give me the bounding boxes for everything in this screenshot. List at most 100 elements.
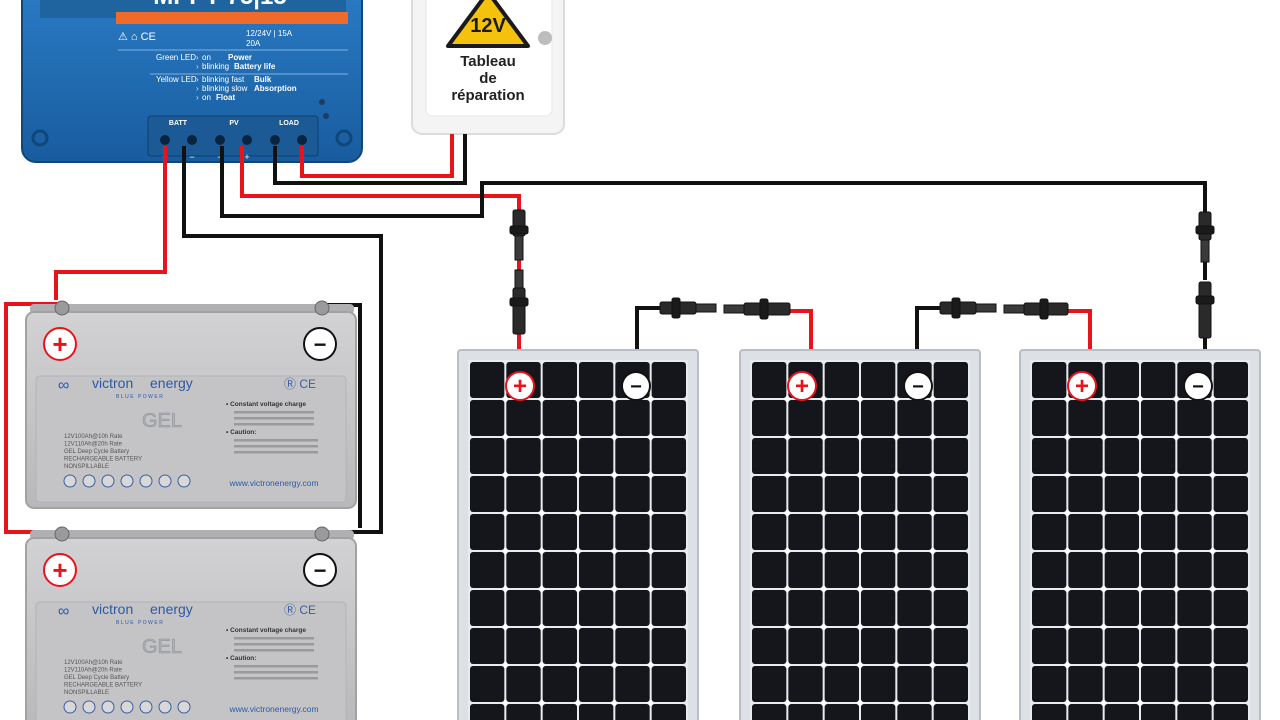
ul-mark-icon: Ⓡ CE — [284, 603, 316, 617]
solar-panel-array: +−+−+− — [457, 349, 1261, 720]
panel-cell — [506, 514, 541, 550]
panel-cell — [1068, 438, 1103, 474]
panel-cell — [1068, 476, 1103, 512]
minus-icon: − — [303, 327, 337, 361]
panel-cell — [579, 362, 614, 398]
panel-cell — [470, 628, 505, 664]
panel-cell — [1068, 514, 1103, 550]
safety-symbol-icon — [158, 700, 172, 714]
panel-cell — [1032, 704, 1067, 720]
panel-cell — [824, 666, 859, 702]
panel-cell — [933, 400, 968, 436]
terminal-polarity-4: + — [244, 152, 249, 162]
svg-text:›: › — [196, 93, 199, 102]
panel-cell — [1141, 514, 1176, 550]
board-title-line-1: Tableau — [460, 53, 516, 70]
battery-brand: victron — [92, 601, 133, 617]
battery-spec-line: 12V110Ah@20h Rate — [64, 668, 123, 674]
panel-cell — [824, 400, 859, 436]
minus-icon: − — [903, 371, 933, 401]
panel-cell — [788, 552, 823, 588]
panel-cell — [470, 666, 505, 702]
panel-cell — [651, 704, 686, 720]
board-title-line-3: réparation — [451, 87, 524, 104]
minus-icon: − — [303, 553, 337, 587]
svg-text:Bulk: Bulk — [254, 75, 272, 84]
panel-cell — [1104, 590, 1139, 626]
solar-panel: +− — [457, 349, 699, 720]
panel-cell — [861, 628, 896, 664]
safety-symbol-icon — [139, 700, 153, 714]
battery-tagline: BLUE POWER — [116, 394, 164, 400]
panel-cell — [1213, 590, 1248, 626]
panel-cell — [506, 400, 541, 436]
panel-cell — [1177, 590, 1212, 626]
minus-icon: − — [621, 371, 651, 401]
panel-cell — [861, 514, 896, 550]
svg-text:Absorption: Absorption — [254, 84, 297, 93]
battery-terminal — [54, 300, 70, 316]
wire-series-1-positive — [788, 309, 813, 352]
panel-cell — [752, 400, 787, 436]
mount-hole-icon — [31, 129, 49, 147]
wire-series-1-negative — [635, 306, 662, 352]
mc4-connector-vertical — [509, 269, 529, 335]
controller-orange-stripe — [116, 12, 348, 24]
warning-voltage-label: 12V — [470, 15, 506, 37]
safety-symbol-icon — [120, 474, 134, 488]
battery-website: www.victronenergy.com — [228, 704, 318, 714]
panel-cell — [1141, 476, 1176, 512]
wire-battery-negative — [182, 146, 383, 534]
panel-cell — [1104, 704, 1139, 720]
wire-battery-positive — [54, 146, 167, 300]
panel-cell — [470, 400, 505, 436]
panel-cell — [824, 590, 859, 626]
panel-cell — [788, 590, 823, 626]
controller-spec-2: 20A — [246, 39, 261, 48]
terminal-label-batt: BATT — [169, 120, 188, 127]
battery-terminal — [54, 526, 70, 542]
battery-spec-line: RECHARGEABLE BATTERY — [64, 457, 142, 463]
panel-cell — [897, 476, 932, 512]
panel-cell — [752, 666, 787, 702]
panel-cell — [542, 704, 577, 720]
battery-website: www.victronenergy.com — [228, 478, 318, 488]
safety-symbol-icon — [82, 700, 96, 714]
panel-cell — [897, 628, 932, 664]
svg-text:+: + — [1075, 373, 1089, 400]
led-green-indicator — [319, 99, 325, 105]
safety-symbol-icon — [158, 474, 172, 488]
wire-pv-positive — [240, 146, 521, 212]
panel-cell — [1213, 666, 1248, 702]
panel-cell — [861, 362, 896, 398]
panel-cell — [897, 666, 932, 702]
panel-cell — [1141, 438, 1176, 474]
battery-terminal — [314, 526, 330, 542]
panel-cell — [824, 514, 859, 550]
panel-cell — [651, 590, 686, 626]
battery-chemistry: GEL — [142, 636, 182, 658]
panel-cell — [1213, 628, 1248, 664]
panel-cell — [788, 704, 823, 720]
panel-cell — [897, 704, 932, 720]
charge-title: • Constant voltage charge — [226, 401, 306, 408]
panel-cell — [579, 400, 614, 436]
panel-cell — [1104, 666, 1139, 702]
panel-cell — [1213, 362, 1248, 398]
svg-text:+: + — [52, 329, 67, 359]
solar-panel: +− — [739, 349, 981, 720]
terminal-label-load: LOAD — [279, 120, 299, 127]
plus-icon: + — [43, 553, 77, 587]
wire-load-negative — [273, 134, 467, 185]
battery-tagline: BLUE POWER — [116, 620, 164, 626]
svg-text:−: − — [630, 376, 642, 398]
panel-cell — [752, 514, 787, 550]
plus-icon: + — [505, 371, 535, 401]
caution-title: • Caution: — [226, 429, 256, 436]
panel-cell — [542, 476, 577, 512]
panel-cell — [1177, 628, 1212, 664]
panel-cell — [1068, 590, 1103, 626]
panel-cell — [1141, 590, 1176, 626]
panel-cell — [1177, 514, 1212, 550]
